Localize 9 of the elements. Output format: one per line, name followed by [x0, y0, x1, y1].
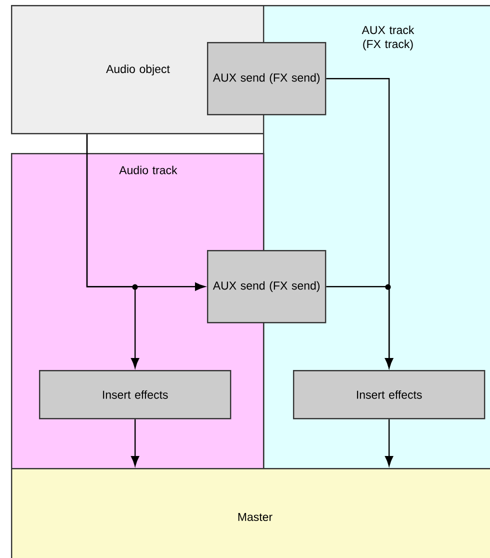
arrow	[86, 134, 140, 368]
arrow	[326, 286, 394, 368]
arrow	[131, 419, 140, 466]
effects-box: Insert effects	[39, 370, 232, 420]
effects-box: Insert effects	[293, 370, 486, 420]
master-band: Master	[11, 468, 490, 558]
arrow	[385, 419, 394, 466]
send-box: AUX send (FX send)	[207, 250, 326, 324]
send-box: AUX send (FX send)	[207, 42, 326, 116]
